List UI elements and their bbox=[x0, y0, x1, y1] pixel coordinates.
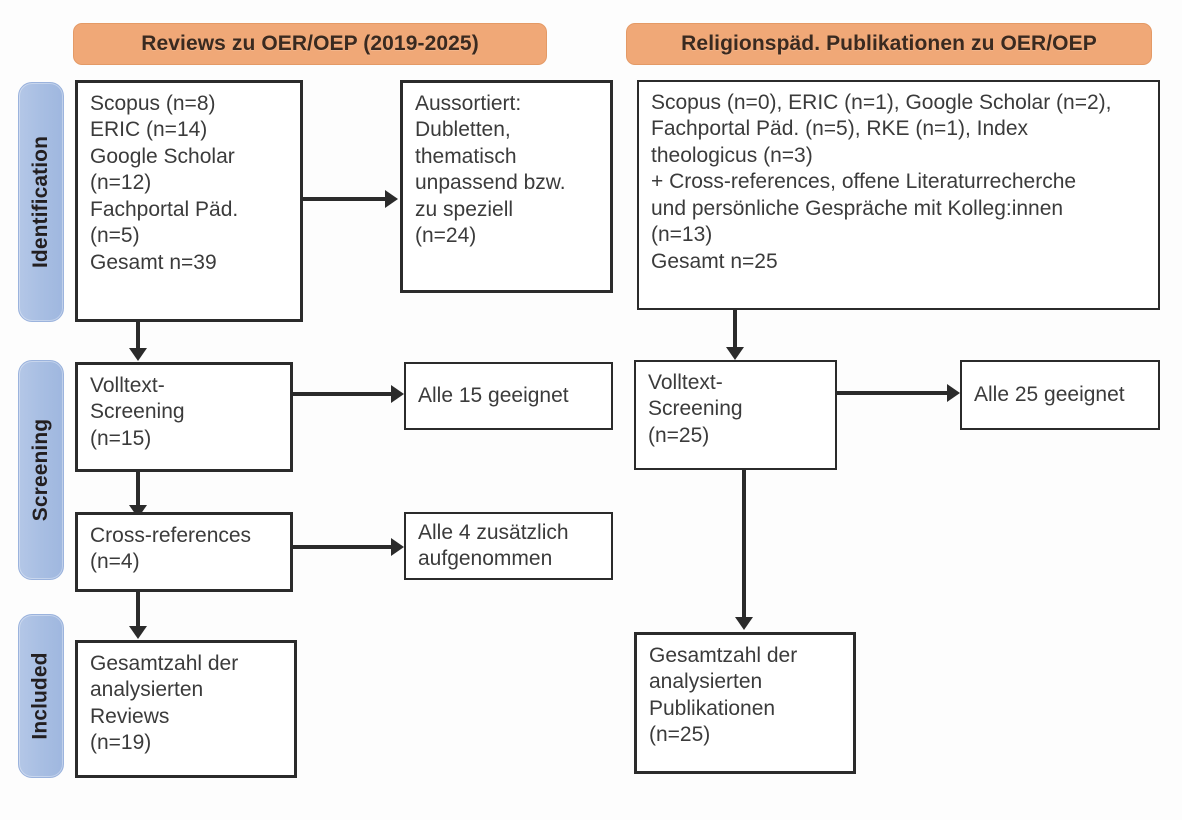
connector-left-fulltext-to-result bbox=[293, 392, 391, 396]
connector-left-sources-to-fulltext bbox=[136, 322, 140, 353]
column-header-religionspaed-label: Religionspäd. Publikationen zu OER/OEP bbox=[681, 32, 1097, 55]
stage-tab-identification: Identification bbox=[18, 82, 64, 322]
arrowhead-left-fulltext-to-result bbox=[391, 385, 404, 403]
connector-left-crossrefs-to-result bbox=[293, 545, 391, 549]
connector-right-fulltext-to-included bbox=[742, 470, 746, 622]
column-header-reviews: Reviews zu OER/OEP (2019-2025) bbox=[73, 23, 547, 65]
connector-right-fulltext-to-result bbox=[837, 391, 947, 395]
node-left-crossrefs-result: Alle 4 zusätzlich aufgenommen bbox=[404, 512, 613, 580]
node-left-fulltext-result: Alle 15 geeignet bbox=[404, 362, 613, 430]
node-left-crossrefs: Cross-references (n=4) bbox=[75, 512, 293, 592]
arrowhead-right-fulltext-to-included bbox=[735, 617, 753, 630]
arrowhead-left-sources-to-fulltext bbox=[129, 348, 147, 361]
node-right-fulltext-result: Alle 25 geeignet bbox=[960, 360, 1160, 430]
stage-label-screening: Screening bbox=[29, 418, 52, 522]
arrowhead-left-sources-to-excluded bbox=[385, 190, 398, 208]
connector-left-fulltext-to-crossrefs bbox=[136, 472, 140, 515]
stage-tab-screening: Screening bbox=[18, 360, 64, 580]
node-right-sources: Scopus (n=0), ERIC (n=1), Google Scholar… bbox=[637, 80, 1160, 310]
arrowhead-left-crossrefs-to-result bbox=[391, 538, 404, 556]
arrowhead-right-sources-to-fulltext bbox=[726, 347, 744, 360]
stage-label-identification: Identification bbox=[29, 135, 53, 269]
stage-label-included: Included bbox=[29, 652, 53, 740]
column-header-reviews-label: Reviews zu OER/OEP (2019-2025) bbox=[141, 32, 479, 55]
node-right-included: Gesamtzahl der analysierten Publikatione… bbox=[634, 632, 856, 774]
node-right-fulltext-screening: Volltext- Screening (n=25) bbox=[634, 360, 837, 470]
arrowhead-left-crossrefs-to-included bbox=[129, 626, 147, 639]
connector-left-sources-to-excluded bbox=[303, 197, 385, 201]
node-left-sources: Scopus (n=8) ERIC (n=14) Google Scholar … bbox=[75, 80, 303, 322]
node-left-fulltext-screening: Volltext- Screening (n=15) bbox=[75, 362, 293, 472]
arrowhead-right-fulltext-to-result bbox=[947, 384, 960, 402]
connector-right-sources-to-fulltext bbox=[733, 310, 737, 353]
connector-left-crossrefs-to-included bbox=[136, 592, 140, 635]
column-header-religionspaed: Religionspäd. Publikationen zu OER/OEP bbox=[626, 23, 1152, 65]
node-left-excluded: Aussortiert: Dubletten, thematisch unpas… bbox=[400, 80, 613, 293]
stage-tab-included: Included bbox=[18, 614, 64, 778]
node-left-included: Gesamtzahl der analysierten Reviews (n=1… bbox=[75, 640, 297, 778]
